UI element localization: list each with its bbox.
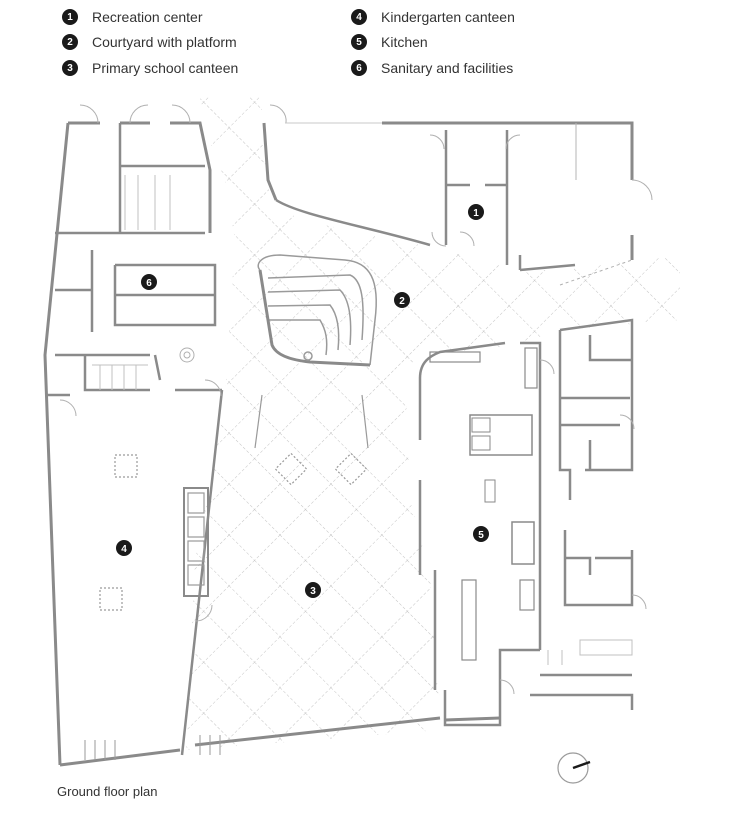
legend-item-4: 4 Kindergarten canteen	[351, 6, 515, 28]
marker-number: 5	[478, 530, 484, 541]
outer-walls	[43, 121, 634, 767]
marker-5: 5	[473, 526, 489, 542]
legend-label: Sanitary and facilities	[381, 60, 514, 76]
marker-6: 6	[141, 274, 157, 290]
floor-plan: 1 2 3 4 5 6	[43, 97, 680, 784]
legend-item-5: 5 Kitchen	[351, 31, 428, 53]
legend-item-1: 1 Recreation center	[62, 6, 203, 28]
marker-number: 3	[310, 586, 316, 597]
legend: 1 Recreation center 2 Courtyard with pla…	[62, 6, 662, 81]
marker-number: 1	[473, 208, 479, 219]
marker-number: 4	[121, 544, 127, 555]
courtyard-paving	[186, 97, 680, 750]
marker-3: 3	[305, 582, 321, 598]
legend-item-2: 2 Courtyard with platform	[62, 31, 237, 53]
legend-label: Courtyard with platform	[92, 34, 237, 50]
marker-1: 1	[468, 204, 484, 220]
legend-number: 2	[62, 34, 78, 50]
north-arrow-icon	[557, 752, 591, 784]
sanitary-wing	[558, 318, 634, 607]
legend-label: Kitchen	[381, 34, 428, 50]
kitchen	[418, 341, 634, 727]
legend-label: Primary school canteen	[92, 60, 239, 76]
kindergarten-wing	[45, 123, 224, 756]
recreation-center	[275, 123, 577, 272]
marker-number: 2	[399, 296, 405, 307]
legend-number: 1	[62, 9, 78, 25]
primary-school-canteen	[99, 394, 369, 611]
plan-markers: 1 2 3 4 5 6	[116, 204, 489, 598]
legend-number: 4	[351, 9, 367, 25]
legend-label: Kindergarten canteen	[381, 9, 515, 25]
doors	[59, 104, 653, 760]
marker-number: 6	[146, 278, 152, 289]
legend-number: 5	[351, 34, 367, 50]
legend-number: 3	[62, 60, 78, 76]
courtyard-platform	[257, 254, 377, 367]
marker-4: 4	[116, 540, 132, 556]
legend-number: 6	[351, 60, 367, 76]
legend-item-3: 3 Primary school canteen	[62, 57, 238, 79]
legend-item-6: 6 Sanitary and facilities	[351, 57, 513, 79]
plan-caption: Ground floor plan	[57, 784, 158, 799]
legend-label: Recreation center	[92, 9, 203, 25]
marker-2: 2	[394, 292, 410, 308]
